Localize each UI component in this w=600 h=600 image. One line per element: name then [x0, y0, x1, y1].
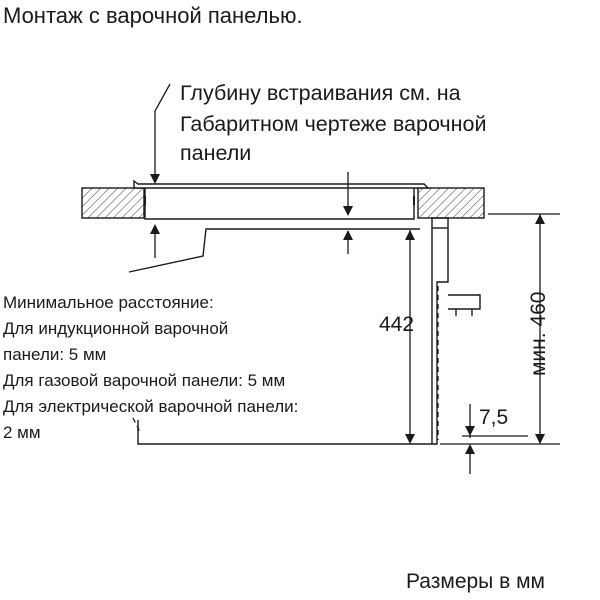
- countertop-left: [81, 187, 145, 219]
- min-distance-heading: Минимальное расстояние:: [3, 293, 214, 312]
- callout-text-line-3: панели: [180, 141, 252, 165]
- min-distance-electric-value: 2 мм: [3, 423, 41, 442]
- page-title: Монтаж с варочной панелью.: [3, 3, 303, 28]
- min-distance-induction-value: панели: 5 мм: [3, 345, 107, 364]
- units-note: Размеры в мм: [406, 570, 545, 593]
- min-distance-gas: Для газовой варочной панели: 5 мм: [3, 371, 286, 390]
- oven-handle: [448, 294, 481, 310]
- dimension-label-gap: 7,5: [479, 406, 509, 429]
- oven-body: [128, 228, 420, 273]
- oven-door: [431, 217, 449, 445]
- callout-leader: [154, 83, 171, 180]
- dimension-label-442: 442: [379, 313, 415, 336]
- callout-text-line-1: Глубину встраивания см. на: [180, 81, 461, 105]
- min-distance-electric: Для электрической варочной панели:: [3, 397, 299, 416]
- callout-text-line-2: Габаритном чертеже варочной: [180, 112, 487, 136]
- dimension-label-min-460: мин. 460: [527, 291, 550, 376]
- hob-plate: [133, 179, 430, 189]
- clearance-lines: [132, 286, 439, 440]
- countertop-right: [417, 187, 485, 219]
- min-distance-induction: Для индукционной варочной: [3, 319, 229, 338]
- oven-back: [137, 420, 432, 445]
- hob-body: [144, 188, 415, 220]
